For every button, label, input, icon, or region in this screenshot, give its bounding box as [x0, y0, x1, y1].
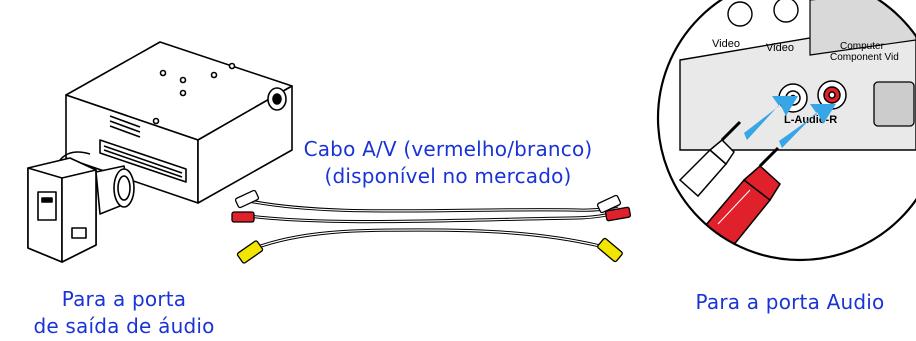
source-label-line1: Para a porta	[61, 287, 187, 311]
av-cable-icon	[231, 189, 632, 264]
panel-audio-label: L-Audio-R	[784, 114, 837, 126]
zoom-circle	[656, 0, 916, 262]
camcorder-icon	[27, 151, 135, 263]
cable-label-line2: (disponível no mercado)	[324, 164, 572, 188]
arrow-icon	[779, 104, 836, 148]
panel-component-label: Component Vid	[830, 52, 899, 63]
cable-label: Cabo A/V (vermelho/branco) (disponível n…	[258, 136, 638, 190]
cable-label-line1: Cabo A/V (vermelho/branco)	[303, 137, 593, 161]
panel-video-left-label: Video	[712, 38, 740, 50]
destination-port-label: Para a porta Audio	[695, 290, 885, 314]
vcr-icon	[65, 41, 293, 204]
arrow-icon	[744, 96, 798, 140]
audio-port-closeup: Video Video Computer Component Vid L-Aud…	[658, 0, 916, 260]
white-plug-icon	[678, 120, 742, 198]
source-label-line2: de saída de áudio	[33, 314, 215, 338]
panel-computer-label: Computer	[840, 41, 885, 52]
source-port-label: Para a porta de saída de áudio	[6, 286, 242, 340]
panel-video-right-label: Video	[766, 42, 794, 54]
